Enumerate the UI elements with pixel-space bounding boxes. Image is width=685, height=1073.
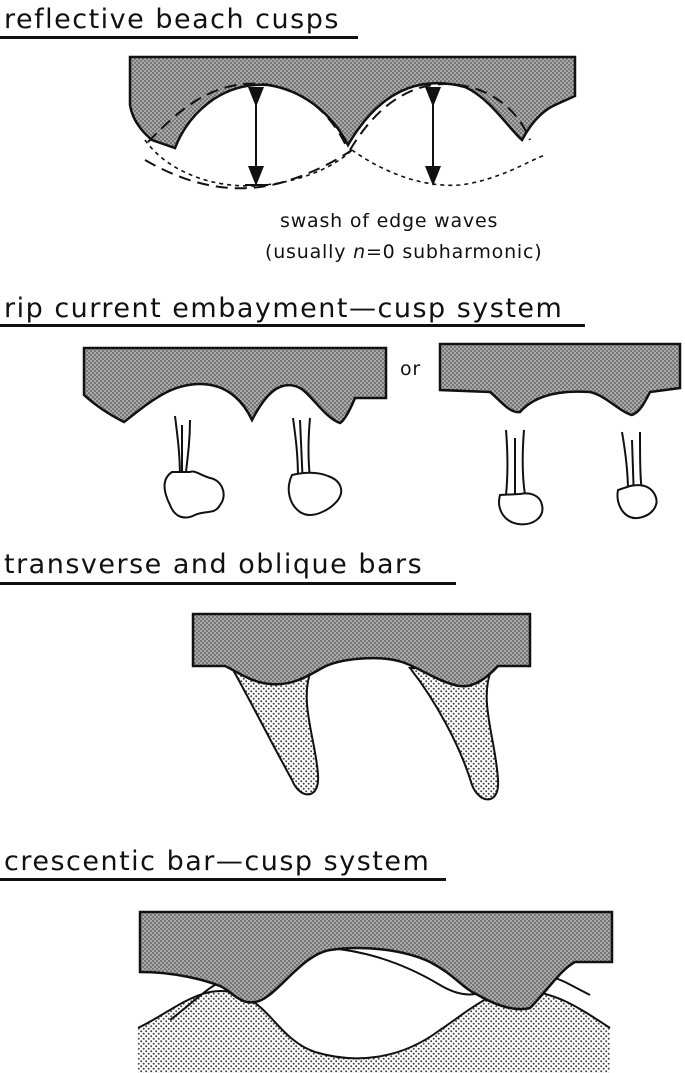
crescentic-bar-diagram (137, 910, 614, 1073)
edge-wave-dashed-left (147, 82, 349, 151)
beach-shape (438, 342, 682, 417)
rip-current-diagram-left (82, 346, 388, 519)
rip-head-plume (498, 492, 544, 526)
beach-shape (82, 346, 388, 425)
rip-head-plume (163, 470, 225, 519)
edge-wave-dotted-lower-left (144, 139, 353, 187)
caption-italic-n: n (353, 241, 366, 263)
oblique-bar (407, 667, 500, 801)
edge-wave-dashed-lower-left (144, 149, 353, 190)
or-label: or (400, 358, 422, 380)
beach-shape (191, 612, 532, 688)
rip-current-flow (505, 429, 526, 496)
heading-transverse-bars: transverse and oblique bars (4, 549, 424, 580)
reflective-cusps-diagram (128, 55, 577, 190)
heading-reflective-cusps: reflective beach cusps (4, 4, 340, 35)
heading-underline (0, 324, 585, 327)
caption-swash-line1: swash of edge waves (280, 210, 499, 232)
crescentic-bar (138, 990, 610, 1073)
caption-part-b: =0 subharmonic) (365, 241, 543, 263)
beach-shape (138, 910, 614, 1011)
heading-underline (0, 582, 456, 585)
heading-crescentic-bar: crescentic bar—cusp system (4, 846, 431, 877)
transverse-bars-diagram (191, 612, 532, 801)
heading-rip-current: rip current embayment—cusp system (4, 293, 564, 324)
edge-wave-dashed-right (349, 83, 531, 151)
beach-shape (128, 55, 577, 150)
rip-current-diagram-right (438, 342, 682, 526)
heading-underline (0, 36, 358, 39)
caption-swash-line2: (usually n=0 subharmonic) (265, 243, 542, 262)
rip-head-plume (616, 484, 658, 520)
heading-underline (0, 878, 446, 881)
rip-head-plume (287, 471, 343, 516)
oblique-bar (230, 667, 320, 796)
caption-part-a: (usually (265, 241, 354, 263)
edge-wave-dotted-lower-right (351, 149, 546, 187)
